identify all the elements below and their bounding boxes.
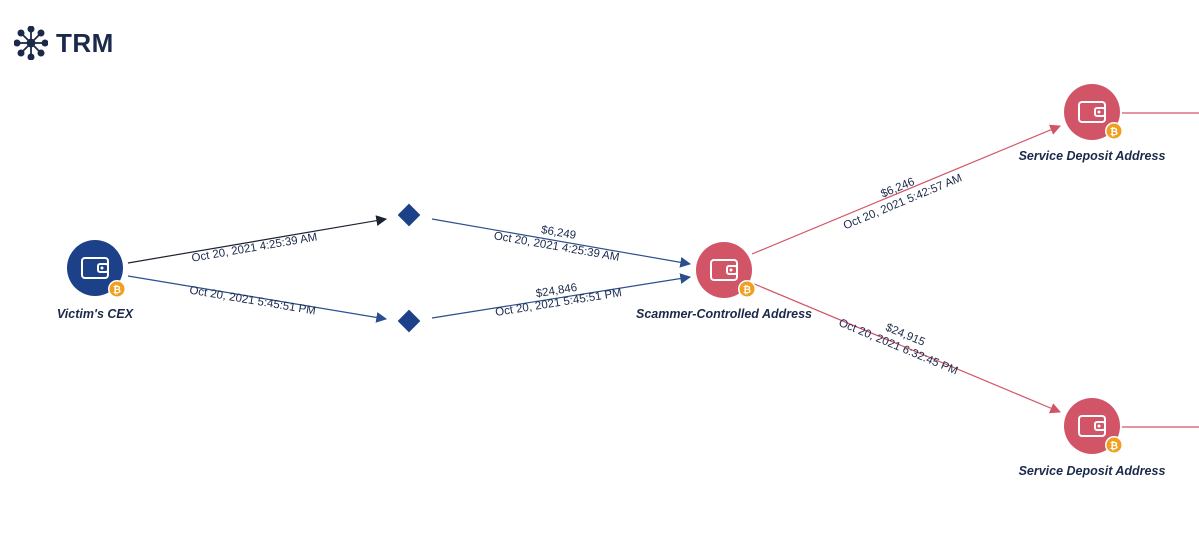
edge-scammer-to-service-bottom: $24,915 Oct 20, 2021 6:32:45 PM	[751, 282, 1061, 414]
node-intermediate-top[interactable]	[397, 203, 421, 227]
network-star-icon	[14, 26, 48, 60]
edge-timestamp: Oct 20, 2021 5:45:51 PM	[188, 285, 316, 318]
diamond-icon	[397, 309, 421, 333]
node-label: Scammer-Controlled Address	[636, 307, 812, 321]
diamond-icon	[397, 203, 421, 227]
bitcoin-icon	[738, 280, 756, 298]
edge-victim-to-bottom: Oct 20, 2021 5:45:51 PM	[127, 275, 388, 323]
edge-scammer-to-service-top: $6,246 Oct 20, 2021 5:42:57 AM	[751, 124, 1061, 255]
bitcoin-icon	[1105, 122, 1123, 140]
edge-victim-to-top: Oct 20, 2021 4:25:39 AM	[127, 215, 388, 265]
logo-text: TRM	[56, 27, 114, 58]
trm-logo: TRM	[14, 26, 114, 60]
node-service-bottom[interactable]: Service Deposit Address	[1019, 398, 1166, 478]
node-intermediate-bottom[interactable]	[397, 309, 421, 333]
node-label: Service Deposit Address	[1019, 149, 1166, 163]
edge-timestamp: Oct 20, 2021 4:25:39 AM	[191, 231, 318, 264]
edge-top-to-scammer: $6,249 Oct 20, 2021 4:25:39 AM	[431, 218, 692, 268]
node-victim[interactable]: Victim's CEX	[57, 240, 134, 321]
bitcoin-icon	[108, 280, 126, 298]
node-scammer[interactable]: Scammer-Controlled Address	[636, 242, 812, 321]
node-label: Service Deposit Address	[1019, 464, 1166, 478]
edge-amount: $6,249	[540, 224, 577, 242]
node-label: Victim's CEX	[57, 307, 134, 321]
node-service-top[interactable]: Service Deposit Address	[1019, 84, 1166, 163]
bitcoin-icon	[1105, 436, 1123, 454]
